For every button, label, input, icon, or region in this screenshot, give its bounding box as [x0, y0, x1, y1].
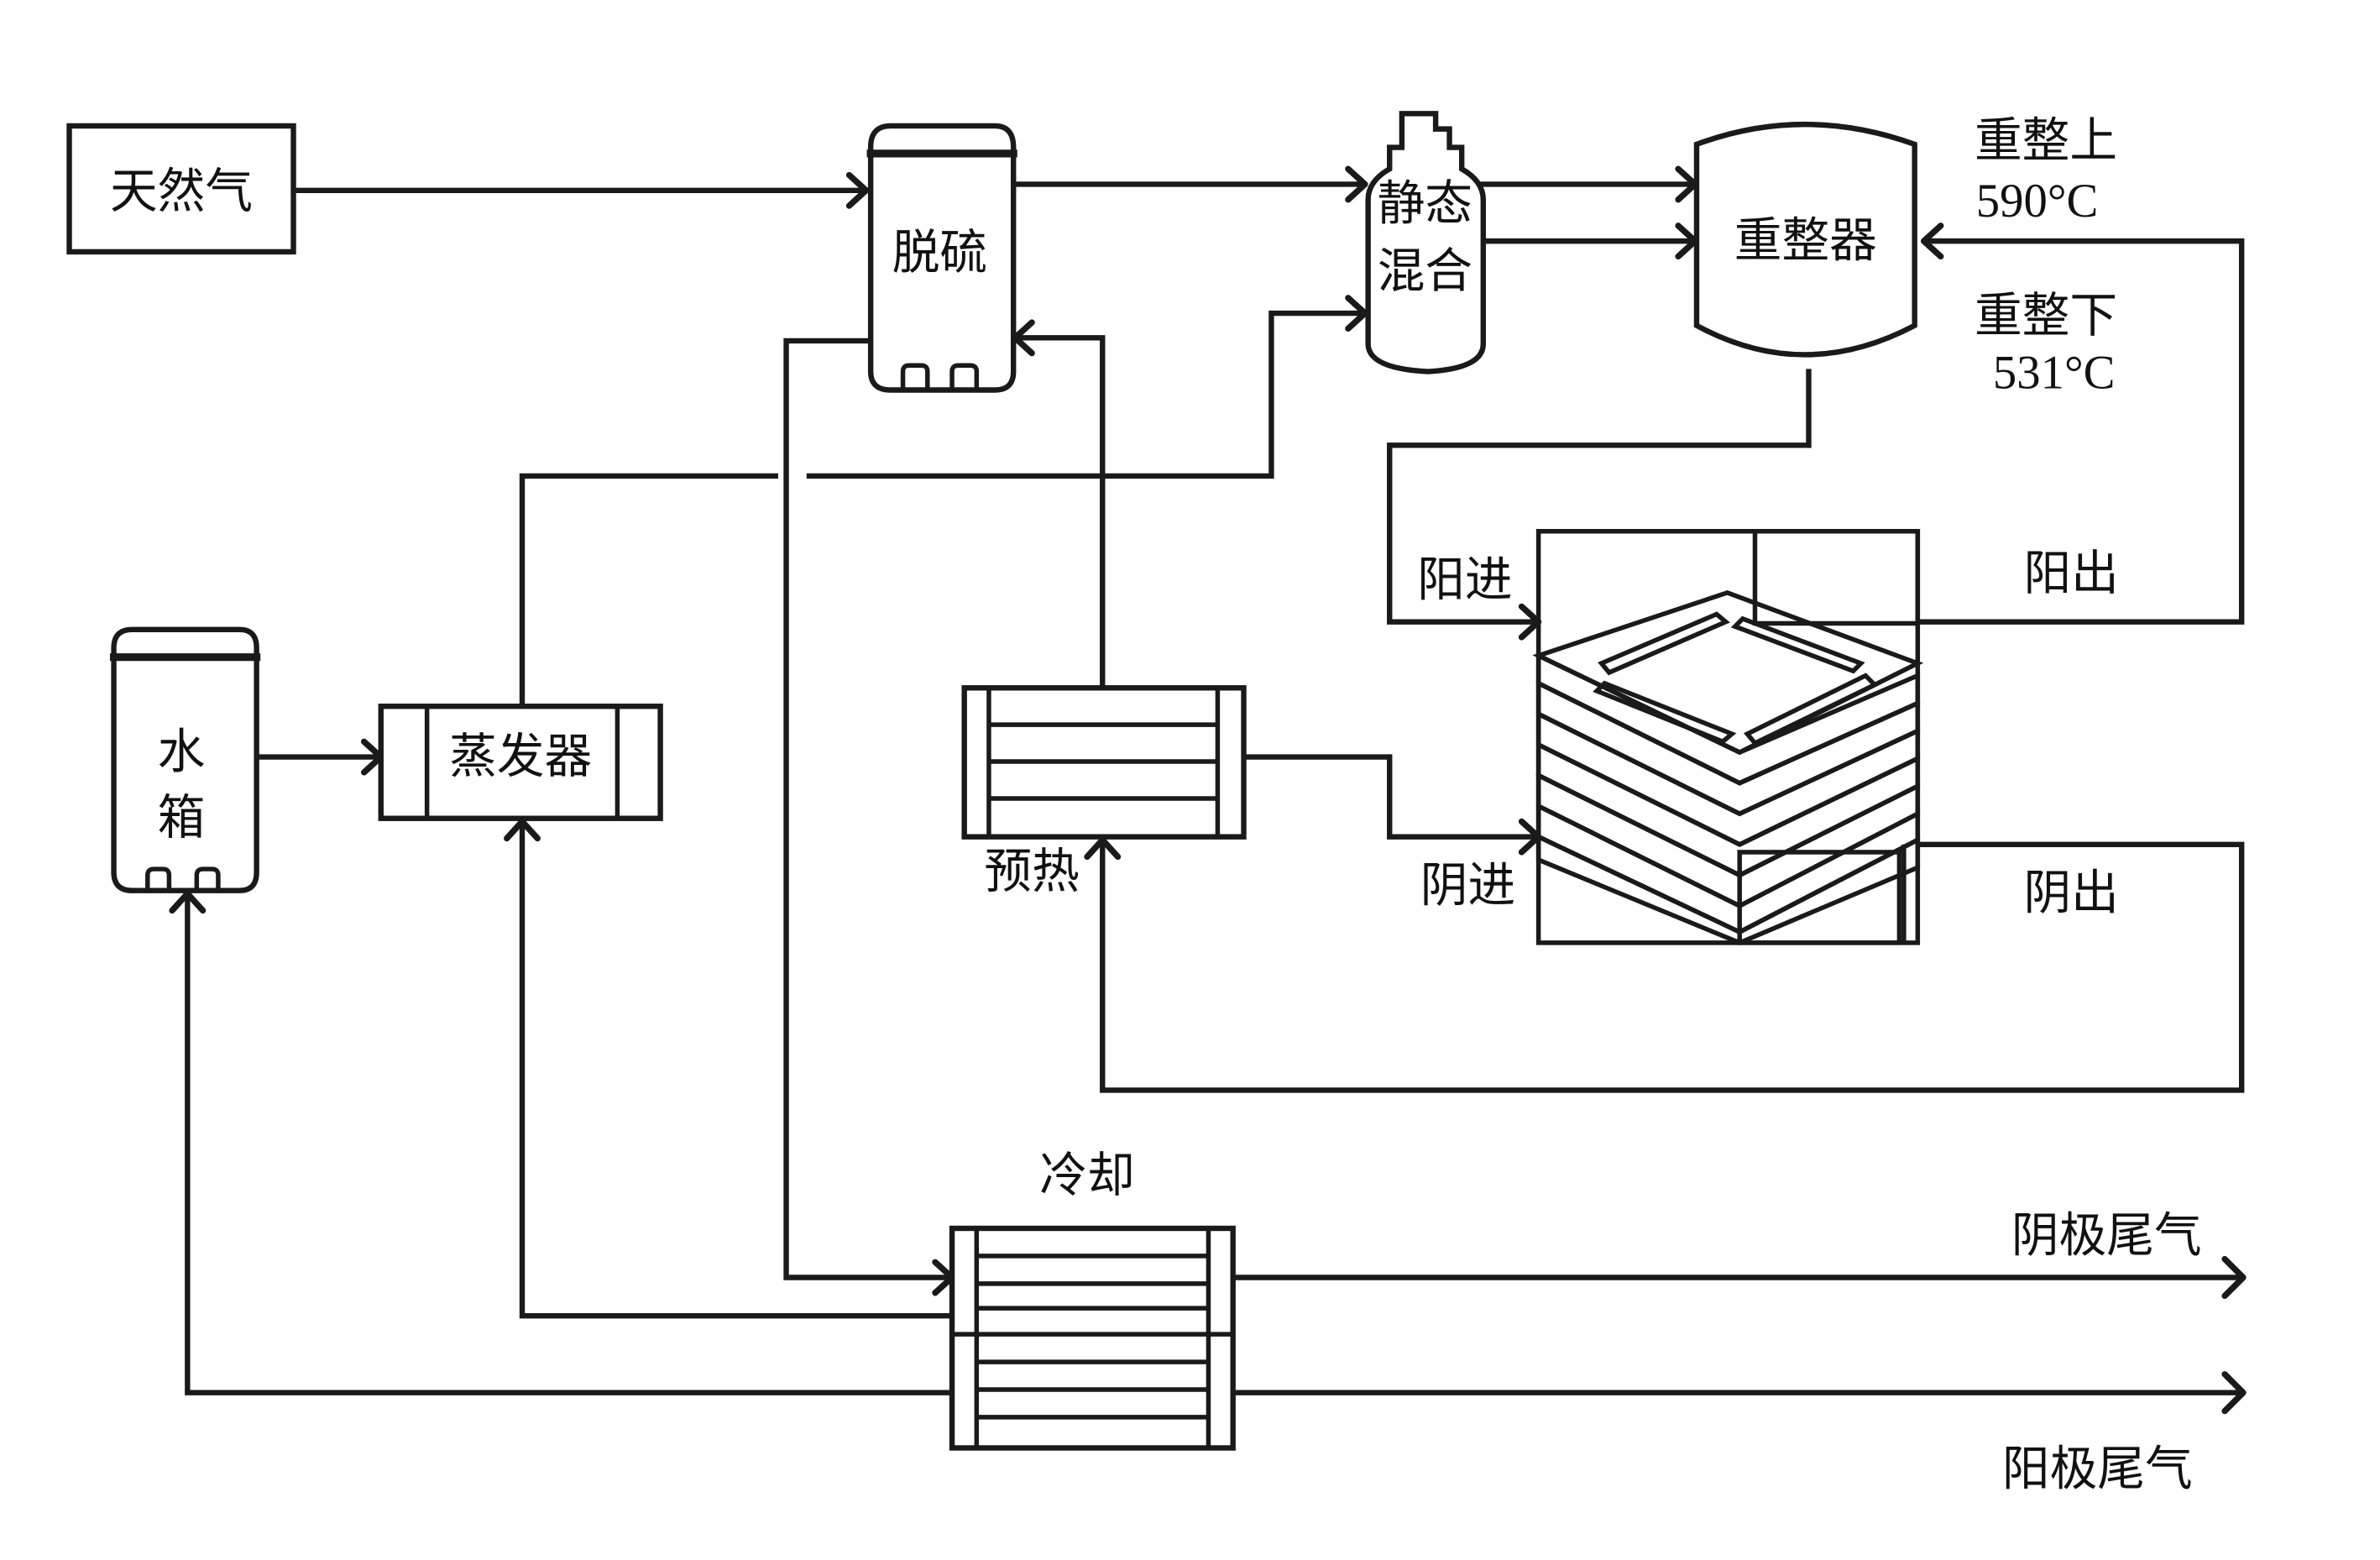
static-mixer-label-1: 静态	[1378, 176, 1472, 232]
arrowhead	[1345, 295, 1368, 332]
stack-plates	[1532, 589, 1924, 945]
arrowhead	[1084, 836, 1122, 861]
preheater-label: 预热	[984, 844, 1079, 899]
line-preheater-to-desulfurizer	[1013, 335, 1106, 691]
evaporator-node: 蒸发器	[378, 704, 663, 821]
water-tank-label-1: 水	[158, 724, 206, 779]
natural-gas-label: 天然气	[110, 164, 253, 219]
static-mixer-node: 静态 混合	[1365, 111, 1486, 374]
fuel-cell-stack	[1532, 529, 1924, 945]
line-steam-to-mixer	[806, 310, 1367, 479]
reformer-bottom-label: 重整下	[1975, 288, 2117, 343]
water-tank-label-2: 箱	[158, 790, 206, 845]
line-cathode-out-to-preheater	[1100, 838, 2245, 1093]
reformer-label: 重整器	[1734, 212, 1877, 268]
line-preheater-to-cathode-in	[1241, 754, 1539, 840]
natural-gas-node: 天然气	[66, 123, 296, 255]
cooler-label: 冷却	[1039, 1148, 1134, 1203]
preheater-node: 预热	[961, 685, 1247, 899]
arrowhead	[2221, 1255, 2247, 1300]
static-mixer-label-2: 混合	[1378, 243, 1472, 299]
cathode-out-label: 阴出	[2024, 866, 2119, 921]
reformer-top-temp: 590°C	[1976, 175, 2099, 228]
evaporator-label: 蒸发器	[449, 729, 592, 784]
arrowhead	[2221, 1371, 2247, 1415]
cooler-node: 冷却	[949, 1148, 1236, 1451]
anode-exhaust-label: 阳极尾气	[2002, 1441, 2193, 1496]
line-anode-out-to-reformer	[1916, 238, 2245, 625]
desulfurizer-label: 脱硫	[892, 225, 987, 280]
arrowhead	[845, 171, 870, 209]
anode-in-label: 阳进	[1417, 552, 1512, 608]
desulfurizer-node: 脱硫	[866, 123, 1017, 393]
anode-out-label: 阳出	[2024, 546, 2119, 601]
line-desulfurizer-to-cooler	[783, 338, 952, 1280]
arrowhead	[169, 890, 207, 914]
arrowhead	[504, 818, 541, 842]
arrowhead	[1920, 222, 1944, 260]
line-cooler-to-evaporator	[519, 819, 955, 1319]
water-tank-node: 水 箱	[109, 626, 261, 893]
cathode-exhaust-label: 阴极尾气	[2011, 1207, 2202, 1263]
reformer-bottom-temp: 531°C	[1993, 347, 2116, 400]
line-evaporator-up	[519, 473, 778, 709]
reformer-node: 重整器	[1693, 122, 1917, 358]
line-cooler-to-water-tank	[185, 891, 955, 1395]
cathode-in-label: 阴进	[1420, 857, 1515, 913]
line-reformer-to-anode-in	[1387, 369, 1812, 625]
reformer-top-label: 重整上	[1975, 113, 2117, 169]
arrowhead	[1345, 165, 1368, 203]
